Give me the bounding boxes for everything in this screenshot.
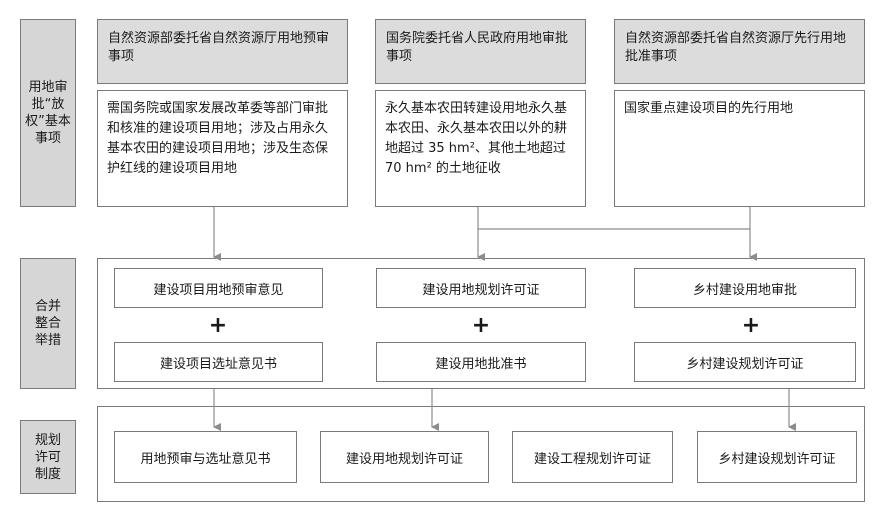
- plus-sign: +: [208, 312, 228, 338]
- permit-rural-planning: 乡村建设规划许可证: [697, 431, 857, 483]
- measure-site-selection-opinion: 建设项目选址意见书: [114, 342, 323, 382]
- column-header-advance-land-use: 自然资源部委托省自然资源厅先行用地批准事项: [614, 19, 865, 84]
- side-label-permit-system-text: 规划许可制度: [35, 432, 62, 482]
- side-label-permit-system: 规划许可制度: [20, 420, 76, 494]
- measure-rural-planning-permit: 乡村建设规划许可证: [634, 342, 856, 382]
- measure-rural-land-approval: 乡村建设用地审批: [634, 268, 856, 308]
- permit-land-planning: 建设用地规划许可证: [320, 431, 489, 483]
- side-label-merge-measures-text: 合并整合举措: [35, 299, 62, 348]
- plus-sign: +: [471, 312, 491, 338]
- measure-land-pre-review-opinion: 建设项目用地预审意见: [114, 268, 323, 308]
- plus-sign: +: [741, 312, 761, 338]
- column-description-land-approval: 永久基本农田转建设用地永久基本农田、永久基本农田以外的耕地超过 35 hm²、其…: [375, 90, 586, 207]
- permit-pre-review-site-selection: 用地预审与选址意见书: [114, 431, 297, 483]
- permit-engineering-planning: 建设工程规划许可证: [512, 431, 673, 483]
- column-header-land-pre-review: 自然资源部委托省自然资源厅用地预审事项: [97, 19, 348, 84]
- side-label-merge-measures: 合并整合举措: [20, 258, 76, 389]
- measure-land-approval-document: 建设用地批准书: [376, 342, 586, 382]
- side-label-approval-items: 用地审批“放权”基本事项: [20, 19, 76, 207]
- side-label-approval-items-text: 用地审批“放权”基本事项: [25, 80, 71, 146]
- column-description-advance-land-use: 国家重点建设项目的先行用地: [614, 90, 865, 207]
- column-description-land-pre-review: 需国务院或国家发展改革委等部门审批和核准的建设项目用地；涉及占用永久基本农田的建…: [97, 90, 348, 207]
- column-header-land-approval: 国务院委托省人民政府用地审批事项: [375, 19, 586, 84]
- measure-land-planning-permit: 建设用地规划许可证: [376, 268, 586, 308]
